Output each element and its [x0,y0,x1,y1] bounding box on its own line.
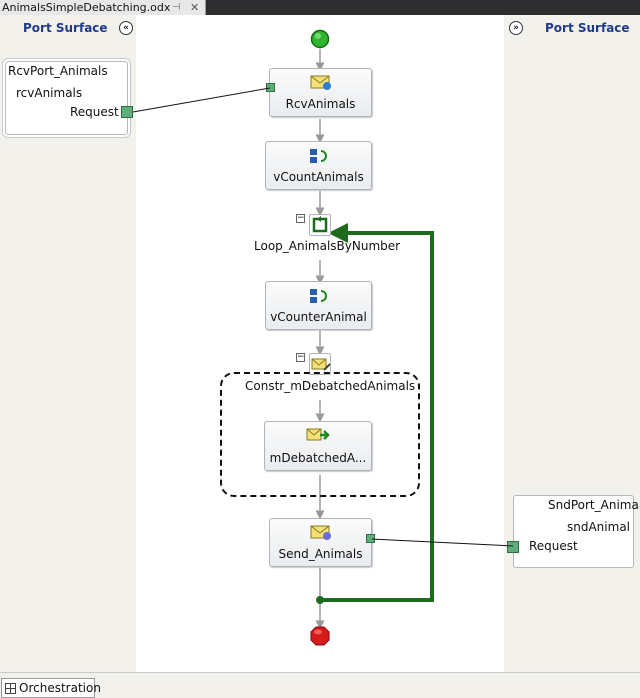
receive-port-name: RcvPort_Animals [8,64,108,78]
message-assignment-shape[interactable]: mDebatchedA... [264,421,372,471]
expression-count-label: vCountAnimals [273,170,364,184]
loop-icon [312,216,328,233]
designer-tab-strip: Orchestration [0,672,640,698]
send-port-connector[interactable] [507,541,519,553]
send-envelope-icon [310,525,331,540]
construct-shape-icon-box[interactable] [309,353,331,375]
right-port-surface: » Port Surface SndPort_Animal sndAnimal … [504,15,640,672]
orchestration-grid-icon [5,683,16,694]
expression-shape-counter[interactable]: vCounterAnimal [265,281,372,330]
orchestration-canvas: RcvAnimals vCountAnimals − Loop_AnimalsB… [136,15,504,672]
close-icon[interactable]: ✕ [190,1,200,14]
receive-port-connector[interactable] [121,106,133,118]
start-shape[interactable] [310,29,330,49]
construct-message-icon [311,358,331,371]
orchestration-tab[interactable]: Orchestration [1,678,101,698]
expression-icon [309,289,327,303]
receive-envelope-icon [310,75,331,90]
document-tab[interactable]: AnimalsSimpleDebatching.odx ⊣ ✕ [0,0,206,15]
expression-shape-count[interactable]: vCountAnimals [265,141,372,190]
send-port[interactable]: SndPort_Animal sndAnimal Request [507,495,640,568]
collapse-left-icon[interactable]: « [119,21,133,35]
collapse-right-icon[interactable]: » [509,21,523,35]
send-port-name: SndPort_Animal [548,498,640,512]
construct-collapse-icon[interactable]: − [296,352,305,362]
loop-label: Loop_AnimalsByNumber [254,239,401,253]
loop-shape[interactable] [309,214,331,236]
left-port-surface: Port Surface « RcvPort_Animals rcvAnimal… [0,15,136,672]
message-assignment-icon [306,428,330,441]
loop-collapse-icon[interactable]: − [296,213,305,223]
send-port-message: Request [529,539,578,553]
construct-scope[interactable] [220,372,420,497]
expression-icon [309,149,327,163]
document-tab-strip: AnimalsSimpleDebatching.odx ⊣ ✕ [0,0,640,15]
send-port-operation: sndAnimal [567,520,630,534]
right-port-surface-header: Port Surface [545,21,630,35]
construct-label: Constr_mDebatchedAnimals [245,379,416,393]
receive-port[interactable]: RcvPort_Animals rcvAnimals Request [5,61,133,135]
message-assignment-label: mDebatchedA... [269,451,367,465]
send-shape-connector[interactable] [366,534,375,543]
pin-icon[interactable]: ⊣ [172,2,181,13]
receive-shape-connector[interactable] [266,83,275,92]
expression-counter-label: vCounterAnimal [270,310,367,324]
receive-port-operation: rcvAnimals [16,86,83,100]
orchestration-tab-label: Orchestration [19,681,101,695]
document-tab-title: AnimalsSimpleDebatching.odx [2,1,171,14]
send-shape[interactable]: Send_Animals [269,518,372,567]
end-shape[interactable] [310,626,330,646]
receive-port-message: Request [70,105,119,119]
receive-shape[interactable]: RcvAnimals [269,68,372,117]
receive-shape-label: RcvAnimals [285,97,356,111]
left-port-surface-header: Port Surface [23,21,108,35]
send-shape-label: Send_Animals [278,547,363,561]
